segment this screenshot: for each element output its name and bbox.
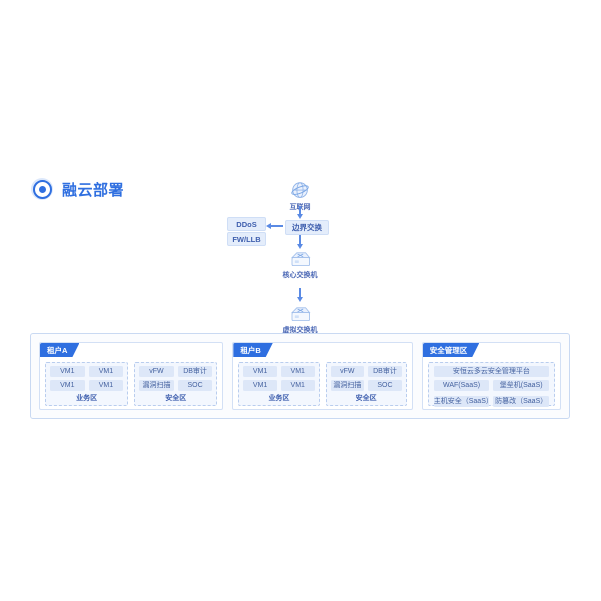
edge-switch-box[interactable]: 边界交换 <box>285 220 329 235</box>
target-icon-ring <box>32 179 52 199</box>
globe-icon <box>291 182 309 198</box>
saas-cell[interactable]: 防篡改（SaaS） <box>493 395 549 407</box>
security-cell[interactable]: vFW <box>330 366 365 377</box>
cell-row: vFW DB审计 <box>330 366 402 377</box>
tenant-b-security-zone: vFW DB审计 漏洞扫描 SOC 安全区 <box>325 362 407 406</box>
arrow-core-to-virtual <box>296 288 305 302</box>
tenant-b-tab[interactable]: 租户B <box>233 343 272 357</box>
tenant-a-body: VM1 VM1 VM1 VM1 业务区 vFW DB审计 <box>40 358 222 411</box>
subzone-label: 安全区 <box>355 395 377 402</box>
tenant-a-tab[interactable]: 租户A <box>40 343 79 357</box>
subzone-label: 业务区 <box>76 395 98 402</box>
cell-row: 漏洞扫描 SOC <box>330 379 402 391</box>
page-title-block: 融云部署 <box>31 178 124 200</box>
ddos-box[interactable]: DDoS <box>227 217 266 231</box>
core-switch-node: 核心交换机 <box>270 250 330 280</box>
page-title: 融云部署 <box>62 181 125 199</box>
security-cell[interactable]: 漏洞扫描 <box>330 379 365 391</box>
vm-cell[interactable]: VM1 <box>243 366 277 377</box>
vm-cell[interactable]: VM1 <box>243 379 277 391</box>
saas-cell[interactable]: 主机安全（SaaS） <box>433 395 490 407</box>
security-cell[interactable]: SOC <box>177 379 213 391</box>
tenant-a-panel: 租户A VM1 VM1 VM1 VM1 业务区 <box>39 342 224 411</box>
arrow-internet-to-edge <box>296 206 305 219</box>
security-platform-cell[interactable]: 安恒云多云安全管理平台 <box>433 366 549 377</box>
tenant-b-business-zone: VM1 VM1 VM1 VM1 业务区 <box>238 362 320 406</box>
subzone-label: 安全区 <box>165 395 187 402</box>
security-cell[interactable]: vFW <box>139 366 174 377</box>
vm-cell[interactable]: VM1 <box>280 379 315 391</box>
core-switch-label: 核心交换机 <box>282 272 318 279</box>
cell-row: vFW DB审计 <box>139 366 213 377</box>
security-management-body: 安恒云多云安全管理平台 WAF(SaaS) 堡垒机(SaaS) 主机安全（Saa… <box>423 358 560 411</box>
virtual-switch-node: 虚拟交换机 <box>270 305 330 335</box>
vm-cell[interactable]: VM1 <box>280 366 315 377</box>
cell-row: VM1 VM1 <box>243 379 315 391</box>
arrow-edge-to-core <box>296 235 305 249</box>
cell-row: VM1 VM1 <box>50 366 124 377</box>
cell-row: 漏洞扫描 SOC <box>139 379 213 391</box>
security-management-panel: 安全管理区 安恒云多云安全管理平台 WAF(SaaS) 堡垒机(SaaS) 主机… <box>421 342 561 411</box>
tenant-b-body: VM1 VM1 VM1 VM1 业务区 vFW DB审计 <box>233 358 411 411</box>
vm-cell[interactable]: VM1 <box>50 379 85 391</box>
security-cell[interactable]: DB审计 <box>368 366 402 377</box>
target-icon <box>31 178 53 200</box>
tenant-a-security-zone: vFW DB审计 漏洞扫描 SOC 安全区 <box>134 362 218 406</box>
cell-row: VM1 VM1 <box>243 366 315 377</box>
arrow-edge-to-appliances <box>266 223 283 229</box>
security-management-inner: 安恒云多云安全管理平台 WAF(SaaS) 堡垒机(SaaS) 主机安全（Saa… <box>427 362 555 407</box>
tenant-b-panel: 租户B VM1 VM1 VM1 VM1 业务区 <box>232 342 413 411</box>
switch-icon <box>291 307 311 321</box>
subzone-label: 业务区 <box>268 395 290 402</box>
fwllb-box[interactable]: FW/LLB <box>227 232 266 246</box>
security-cell[interactable]: 漏洞扫描 <box>139 379 174 391</box>
security-cell[interactable]: SOC <box>368 379 402 391</box>
cell-row: 主机安全（SaaS） 防篡改（SaaS） <box>433 395 549 407</box>
vm-cell[interactable]: VM1 <box>88 379 124 391</box>
security-management-tab[interactable]: 安全管理区 <box>423 343 480 357</box>
virtual-switch-label: 虚拟交换机 <box>282 327 318 334</box>
tenant-a-business-zone: VM1 VM1 VM1 VM1 业务区 <box>45 362 129 406</box>
switch-icon <box>291 252 311 266</box>
saas-cell[interactable]: WAF(SaaS) <box>433 379 490 391</box>
deployment-container: 租户A VM1 VM1 VM1 VM1 业务区 <box>30 333 570 419</box>
vm-cell[interactable]: VM1 <box>88 366 124 377</box>
saas-cell[interactable]: 堡垒机(SaaS) <box>493 379 549 391</box>
target-icon-dot <box>38 185 46 193</box>
cell-row: WAF(SaaS) 堡垒机(SaaS) <box>433 379 549 391</box>
cell-row: VM1 VM1 <box>50 379 124 391</box>
vm-cell[interactable]: VM1 <box>50 366 85 377</box>
security-cell[interactable]: DB审计 <box>177 366 213 377</box>
